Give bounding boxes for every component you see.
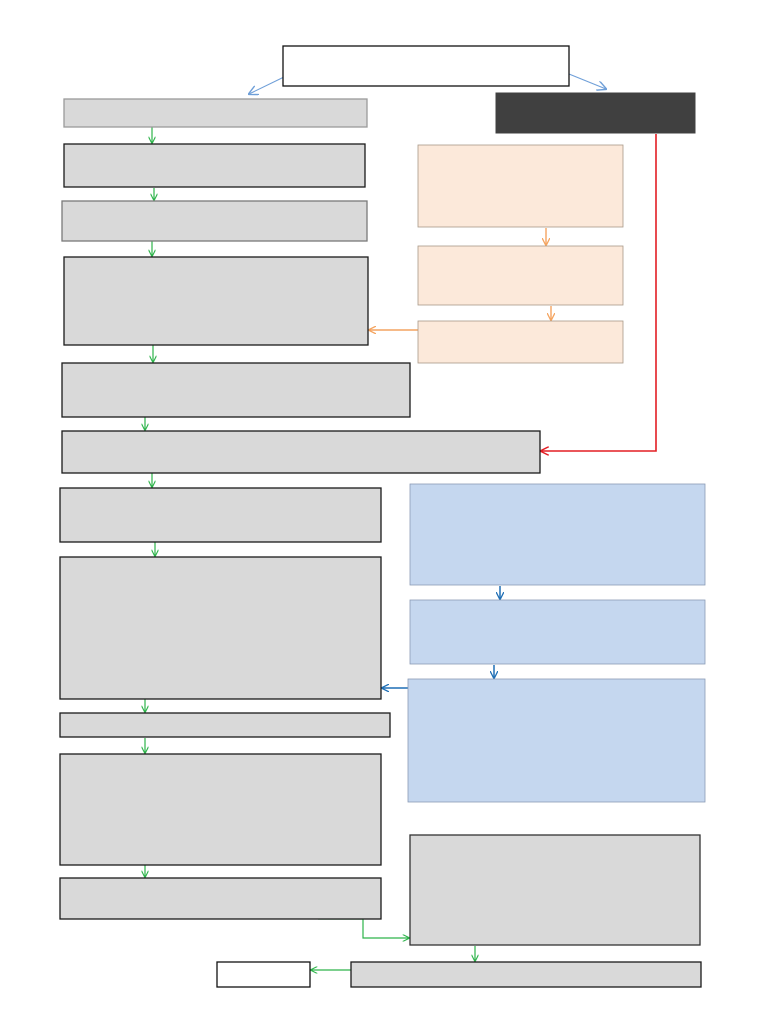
edge-start-box-to-left-box-1 xyxy=(249,76,285,94)
bottom-gray-box-shape xyxy=(350,961,702,988)
blue-box-3-shape xyxy=(407,678,706,803)
blue-box-2 xyxy=(409,599,706,665)
left-box-1-shape xyxy=(63,98,368,128)
left-box-9-shape xyxy=(59,712,391,738)
left-box-8 xyxy=(59,556,382,700)
blue-box-1-shape xyxy=(409,483,706,586)
blue-box-3 xyxy=(407,678,706,803)
left-box-11 xyxy=(59,877,382,920)
left-box-11-shape xyxy=(59,877,382,920)
orange-box-2-shape xyxy=(417,245,624,306)
orange-box-3 xyxy=(417,320,624,364)
end-box-shape xyxy=(216,961,311,988)
left-box-1 xyxy=(63,98,368,128)
left-box-5 xyxy=(61,362,411,418)
right-gray-box-shape xyxy=(409,834,701,946)
left-box-7 xyxy=(59,487,382,543)
left-box-5-shape xyxy=(61,362,411,418)
orange-box-2 xyxy=(417,245,624,306)
orange-box-3-shape xyxy=(417,320,624,364)
left-box-2 xyxy=(63,143,366,188)
blue-box-1 xyxy=(409,483,706,586)
start-box-shape xyxy=(282,45,570,87)
merge-box xyxy=(61,430,541,474)
edges-layer xyxy=(145,73,657,970)
right-gray-box xyxy=(409,834,701,946)
left-box-3 xyxy=(61,200,368,242)
edge-start-box-to-dark-box xyxy=(568,73,606,89)
nodes-layer xyxy=(59,45,706,988)
merge-box-shape xyxy=(61,430,541,474)
orange-box-1-shape xyxy=(417,144,624,228)
bottom-gray-box xyxy=(350,961,702,988)
left-box-7-shape xyxy=(59,487,382,543)
end-box xyxy=(216,961,311,988)
left-box-4-shape xyxy=(63,256,369,346)
left-box-9 xyxy=(59,712,391,738)
left-box-2-shape xyxy=(63,143,366,188)
edge-left-box-11-to-right-gray-box xyxy=(318,918,409,938)
edge-dark-box-to-merge-box xyxy=(541,134,657,451)
left-box-8-shape xyxy=(59,556,382,700)
dark-box xyxy=(495,92,696,134)
left-box-3-shape xyxy=(61,200,368,242)
start-box xyxy=(282,45,570,87)
dark-box-shape xyxy=(495,92,696,134)
left-box-10 xyxy=(59,753,382,866)
left-box-10-shape xyxy=(59,753,382,866)
blue-box-2-shape xyxy=(409,599,706,665)
orange-box-1 xyxy=(417,144,624,228)
left-box-4 xyxy=(63,256,369,346)
